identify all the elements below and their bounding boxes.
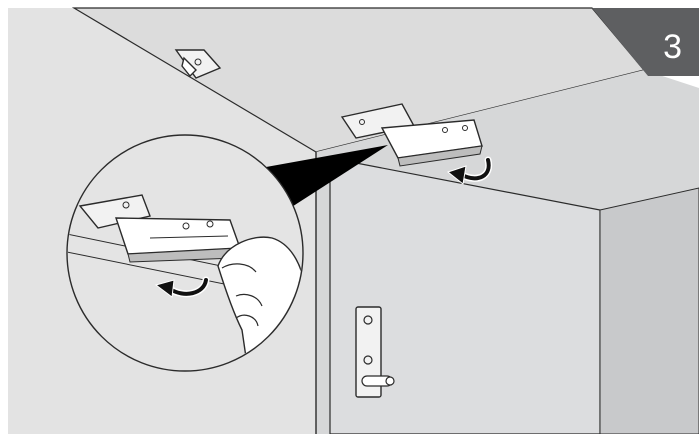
step-number: 3 (663, 28, 682, 66)
rotate-arrow-detail-icon (154, 276, 210, 298)
cabinet-door (315, 152, 699, 434)
door-catch-plate-icon (355, 306, 395, 398)
hinge-icon (340, 103, 483, 167)
step-badge: 3 (592, 8, 699, 76)
step-badge-shape (592, 8, 699, 76)
rotate-arrow-icon (446, 156, 493, 185)
zoom-magnifier-icon (66, 134, 304, 372)
ceiling-mounting-plate-icon (174, 49, 222, 79)
zoom-pointer (255, 145, 388, 210)
